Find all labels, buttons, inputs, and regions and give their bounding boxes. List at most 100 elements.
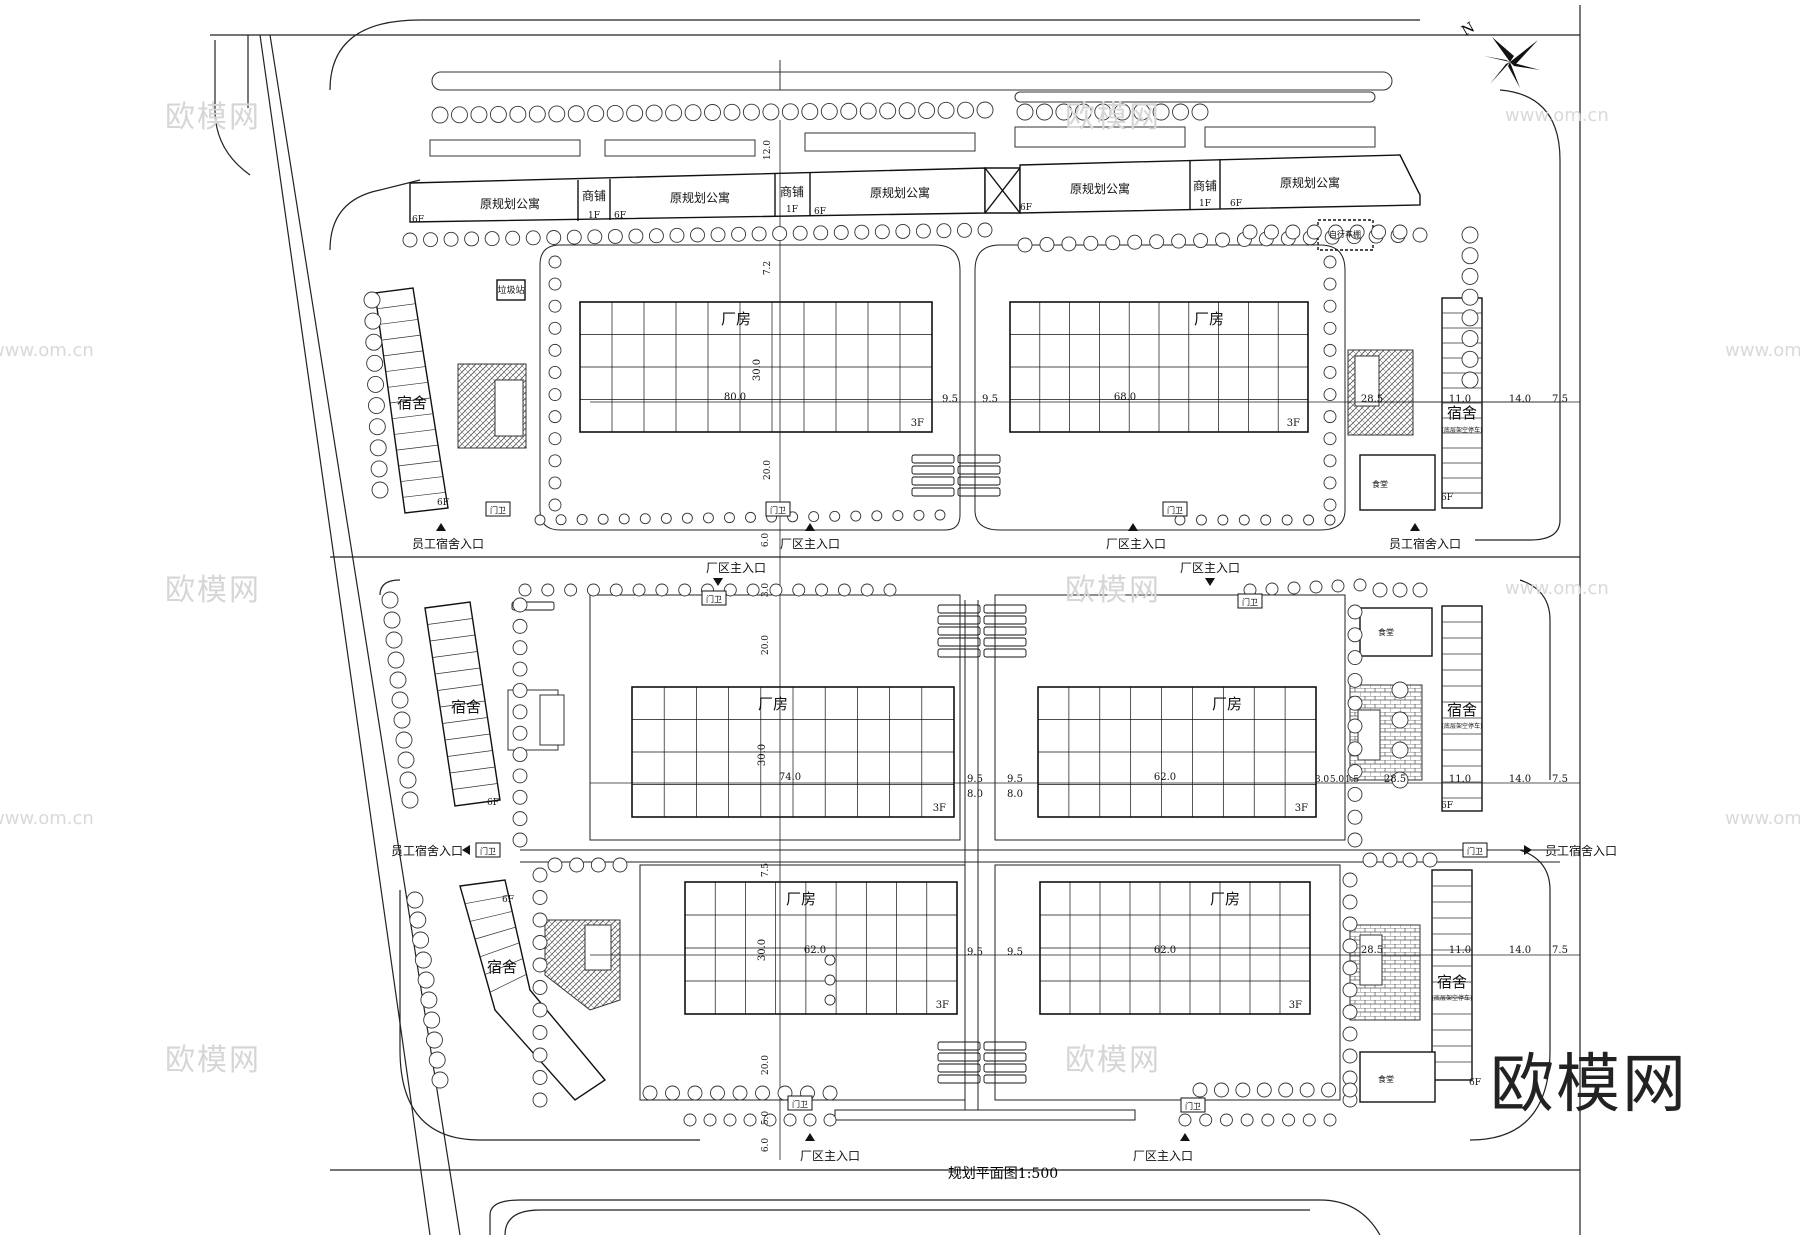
tree <box>1342 938 1358 954</box>
watermark: 欧模网 <box>165 100 261 135</box>
dorm-grid-line <box>377 303 416 310</box>
tree <box>512 661 528 677</box>
guard-house <box>485 501 511 517</box>
tree <box>546 230 562 245</box>
tree <box>532 1070 548 1085</box>
tree <box>702 512 714 524</box>
tree <box>936 223 952 239</box>
dorm-grid-line <box>474 926 516 940</box>
guard-house <box>1162 501 1188 517</box>
canteen-label: 食堂 <box>1378 1074 1394 1084</box>
tree <box>1371 224 1387 240</box>
tree <box>512 768 528 784</box>
tree <box>417 971 435 989</box>
tree <box>532 957 548 973</box>
floor-count: 6F <box>1441 801 1453 811</box>
spacing-dim: 14.0 <box>1509 394 1531 405</box>
tree <box>1215 232 1230 248</box>
spacing-dim: 7.5 <box>1552 394 1568 405</box>
watermark-url: www.om.cn <box>1505 105 1609 126</box>
roads <box>210 5 1581 1235</box>
tree <box>414 951 432 969</box>
brand-logo: 欧模网 <box>1490 1048 1688 1122</box>
tree <box>1113 103 1131 121</box>
tree <box>402 232 418 248</box>
tree <box>1256 1082 1272 1098</box>
tree <box>1372 582 1388 598</box>
apartment-label: 原规划公寓 <box>1070 181 1130 196</box>
parking-space <box>937 1074 981 1084</box>
tree <box>532 867 548 883</box>
factory-length-dim: 80.0 <box>724 392 746 403</box>
tree <box>528 105 546 123</box>
parking-space <box>983 637 1027 647</box>
tree <box>1347 718 1363 734</box>
tree <box>850 510 862 522</box>
parking-space <box>937 1041 981 1051</box>
tree <box>1342 894 1358 910</box>
parking-space <box>957 487 1001 497</box>
parking-space <box>937 615 981 625</box>
watermark-url: www.om.cn <box>1725 340 1800 361</box>
tree <box>364 312 382 330</box>
tree <box>484 231 500 247</box>
tree <box>665 104 683 122</box>
tree <box>837 583 851 597</box>
dorm-label: 宿舍 <box>487 958 517 976</box>
tree <box>731 226 747 242</box>
dorm-grid-line <box>392 413 434 420</box>
floor-count: 3F <box>936 1000 949 1011</box>
tree <box>1261 1113 1275 1127</box>
tree <box>1323 388 1337 401</box>
floor-count: 1F <box>1199 199 1211 209</box>
tree <box>732 1085 748 1101</box>
tree <box>512 789 528 805</box>
parking-space <box>937 648 981 658</box>
main-entrance-label: 厂区主入口 <box>1133 1149 1193 1163</box>
spacing-dim: 9.5 <box>1007 774 1023 785</box>
tree <box>548 498 562 512</box>
tree <box>854 224 870 240</box>
tree <box>1323 454 1337 468</box>
dorm-entrance-label: 员工宿舍入口 <box>412 536 484 551</box>
guard-house <box>1462 842 1488 858</box>
tree <box>1461 350 1479 368</box>
tree <box>803 1113 817 1127</box>
tree <box>824 974 836 986</box>
tree <box>525 230 541 246</box>
main-entrance-label: 厂区主入口 <box>1180 561 1240 575</box>
tree <box>1342 916 1358 932</box>
tree <box>1172 103 1190 121</box>
tree <box>1347 672 1363 688</box>
floor-count: 6F <box>814 207 826 217</box>
tree <box>541 583 555 597</box>
tree <box>567 105 585 123</box>
tree <box>512 811 528 827</box>
dorm-grid-line <box>439 700 486 708</box>
tree <box>369 439 387 457</box>
guard-house <box>1180 1097 1206 1113</box>
tree <box>1347 786 1363 802</box>
main-entrance-label: 厂区主入口 <box>706 561 766 575</box>
top-strip <box>429 60 1393 157</box>
spacing-dim: 9.5 <box>1007 947 1023 958</box>
tree <box>763 1113 777 1127</box>
tree <box>1461 309 1479 327</box>
spacing-dim: 11.0 <box>1449 945 1471 956</box>
shop-label: 商铺 <box>582 188 606 203</box>
tree <box>423 232 438 248</box>
tree <box>534 514 546 526</box>
tree <box>1347 650 1363 666</box>
vertical-dim: 3.0 <box>761 583 771 598</box>
tree <box>401 791 419 809</box>
tree <box>746 583 760 597</box>
tree <box>548 343 562 357</box>
tree <box>607 228 623 244</box>
dorm-grid-line <box>396 444 439 451</box>
tree <box>1017 237 1033 253</box>
tree <box>628 228 644 244</box>
guard-house <box>701 590 727 606</box>
tree <box>1265 582 1279 596</box>
main-entrance-label: 厂区主入口 <box>780 537 840 551</box>
tree <box>368 418 386 436</box>
